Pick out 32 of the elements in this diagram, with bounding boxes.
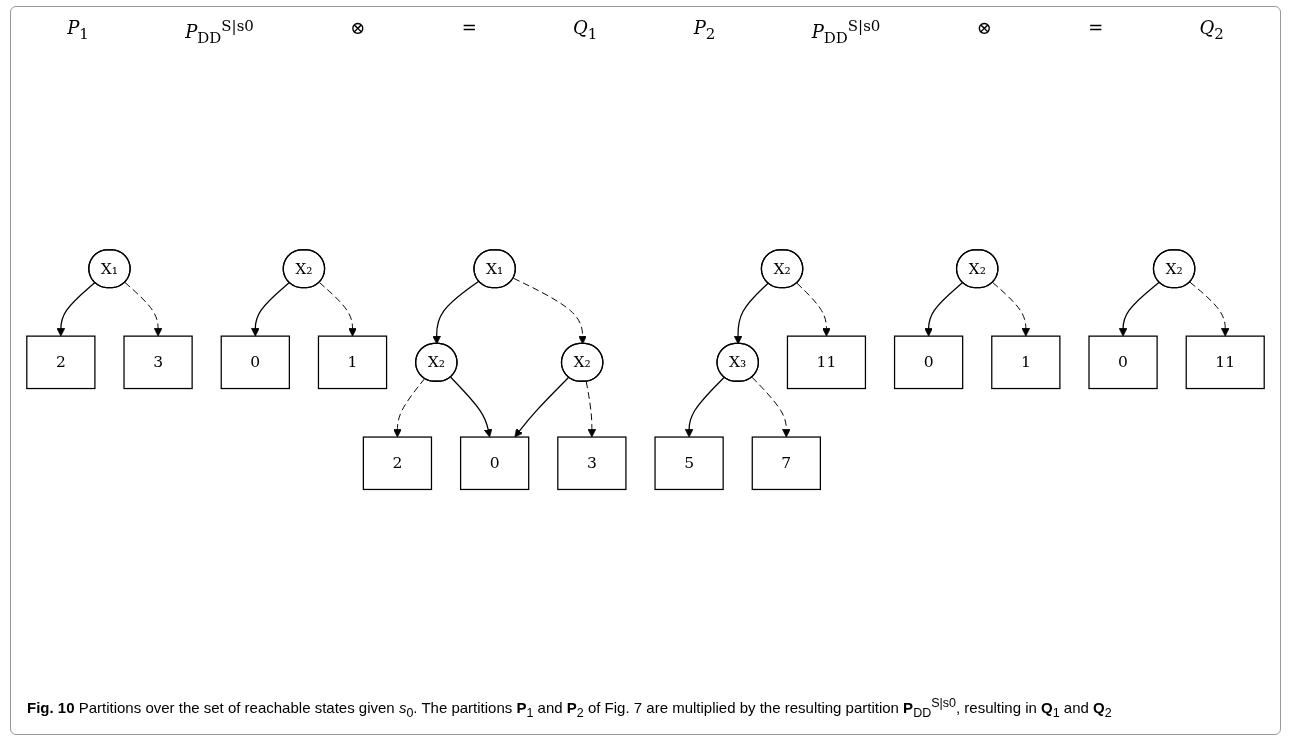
arrow: [251, 281, 290, 337]
node-box: 1: [317, 335, 388, 389]
arrow: [56, 281, 96, 337]
arrow: [684, 376, 725, 438]
partition-label: =: [460, 16, 478, 40]
partition-label: P$_{2}$: [692, 16, 717, 45]
node-box: 0: [893, 335, 964, 389]
partition-label: ⊗: [349, 16, 367, 40]
arrow: [733, 282, 769, 344]
figure-caption: Fig. 10 Partitions over the set of reachable states given s$_{0}$. The partitions P$_{1}$ and P$_{2}$ of Fig. 7 are multiplied by the resulting partition P$_{DD}$$^{S|s0}$, resulting in Q$_{1}$ and Q$_{2}$: [27, 696, 1113, 720]
partition-label: =: [1087, 16, 1105, 40]
node-box: 7: [751, 436, 821, 490]
arrow: [450, 376, 493, 438]
arrow: [924, 281, 964, 337]
partition-label: ⊗: [975, 16, 993, 40]
partition-label: P$_{1}$: [66, 16, 90, 45]
node-box: 11: [1185, 335, 1265, 389]
arrow: [1118, 281, 1160, 337]
node-box: 0: [1088, 335, 1158, 389]
node-box: 3: [557, 436, 627, 490]
node-box: 0: [220, 335, 290, 389]
node-box: 2: [26, 335, 96, 389]
partition-label: Q$_{1}$: [572, 16, 599, 45]
node-box: 2: [362, 436, 433, 490]
node-box: 5: [654, 436, 724, 490]
node-box: 1: [991, 335, 1061, 389]
partition-label: Q$_{2}$: [1198, 16, 1225, 45]
arrow: [432, 280, 480, 344]
node-box: 3: [123, 335, 193, 389]
node-box: 0: [459, 436, 530, 490]
arrow: [514, 376, 570, 438]
node-box: 11: [786, 335, 867, 389]
